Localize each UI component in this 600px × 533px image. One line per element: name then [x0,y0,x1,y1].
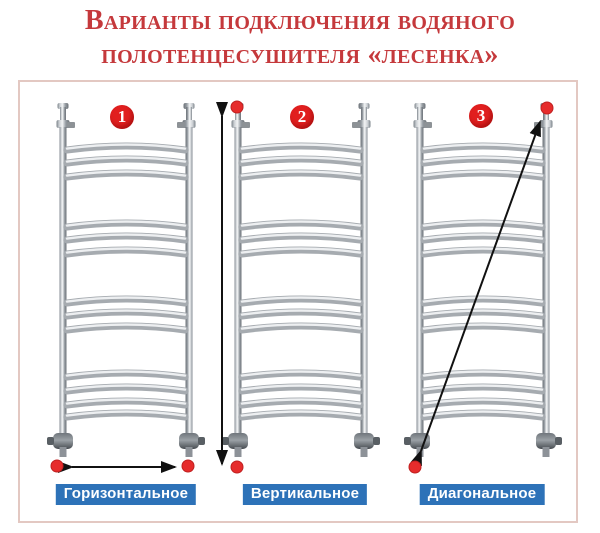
connection-dot [230,100,244,114]
variant-2-label: Вертикальное [242,484,368,505]
variant-3-badge: 3 [469,104,493,128]
variant-1-badge: 1 [110,105,134,129]
connection-dot [540,101,554,115]
variant-2-badge: 2 [290,105,314,129]
title-line-2: полотенцесушителя «лесенка» [101,39,499,70]
towel-rail-2 [222,103,380,457]
diagram-box: 1 2 3 Горизонтальное Вертикальное Диагон… [18,80,578,523]
towel-rail-1 [47,103,205,457]
connection-diagram-graphic [20,100,576,474]
variant-1-label: Горизонтальное [55,484,197,505]
connection-dot [408,460,422,474]
variant-3-label: Диагональное [419,484,545,505]
connection-dot [230,460,244,474]
connection-dot [181,459,195,473]
page-title: Варианты подключения водяного полотенцес… [0,4,600,72]
title-line-1: Варианты подключения водяного [84,5,516,36]
diagonal-double-arrow [410,120,541,467]
connection-dot [50,459,64,473]
